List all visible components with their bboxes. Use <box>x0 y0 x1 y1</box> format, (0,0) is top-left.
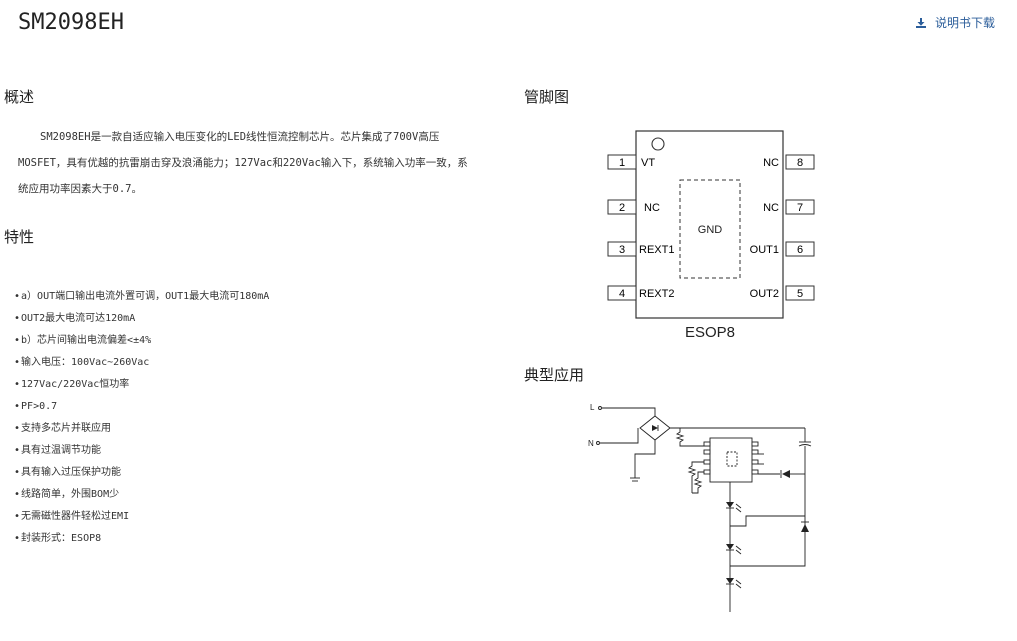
pin-name: REXT1 <box>639 244 674 256</box>
label-n: N <box>588 439 594 448</box>
page-title: SM2098EH <box>18 10 124 35</box>
download-icon <box>915 17 926 28</box>
feature-item: •封装形式：ESOP8 <box>14 533 102 544</box>
feature-item: •具有过温调节功能 <box>14 445 102 456</box>
feature-item: •PF>0.7 <box>14 401 58 412</box>
application-heading: 典型应用 <box>524 366 585 384</box>
features-list: •a）OUT端口输出电流外置可调，OUT1最大电流可180mA •OUT2最大电… <box>14 286 269 550</box>
package-label: ESOP8 <box>685 324 735 341</box>
pinout-diagram: GND 1 VT 2 NC 3 REXT1 4 REXT2 8 NC 7 NC … <box>607 130 815 341</box>
feature-item: •具有输入过压保护功能 <box>14 467 122 478</box>
pin-number: 2 <box>619 202 625 214</box>
features-heading: 特性 <box>4 228 35 246</box>
pin-name: OUT1 <box>750 244 779 256</box>
pin-name: NC <box>763 157 779 169</box>
pinout-heading: 管脚图 <box>524 88 570 106</box>
feature-item: •线路简单，外围BOM少 <box>14 489 120 500</box>
gnd-label: GND <box>698 224 723 236</box>
overview-text: SM2098EH是一款自适应输入电压变化的LED线性恒流控制芯片。芯片集成了70… <box>18 131 468 195</box>
pin-number: 6 <box>797 244 803 256</box>
overview-heading: 概述 <box>4 88 35 106</box>
pin-name: OUT2 <box>750 288 779 300</box>
feature-item: •支持多芯片并联应用 <box>14 423 112 434</box>
pin-name: NC <box>763 202 779 214</box>
pin-number: 1 <box>619 157 625 169</box>
overview-text-block: SM2098EH是一款自适应输入电压变化的LED线性恒流控制芯片。芯片集成了70… <box>18 124 478 202</box>
pin-name: VT <box>641 157 655 169</box>
feature-item: •OUT2最大电流可达120mA <box>14 313 136 324</box>
feature-item: •输入电压：100Vac~260Vac <box>14 357 150 368</box>
pin-name: NC <box>644 202 660 214</box>
feature-item: •a）OUT端口输出电流外置可调，OUT1最大电流可180mA <box>14 291 270 302</box>
label-l: L <box>590 403 595 412</box>
application-circuit: L N <box>588 403 812 612</box>
feature-item: •b）芯片间输出电流偏差<±4% <box>14 335 152 346</box>
download-manual-link[interactable]: 说明书下载 <box>915 14 995 31</box>
feature-item: •127Vac/220Vac恒功率 <box>14 379 130 390</box>
feature-item: •无需磁性器件轻松过EMI <box>14 511 130 522</box>
pin-number: 4 <box>619 288 625 300</box>
pin-number: 7 <box>797 202 803 214</box>
pin-number: 3 <box>619 244 625 256</box>
download-label: 说明书下载 <box>934 16 995 30</box>
pin-name: REXT2 <box>639 288 674 300</box>
pin-number: 5 <box>797 288 803 300</box>
pin-number: 8 <box>797 157 803 169</box>
